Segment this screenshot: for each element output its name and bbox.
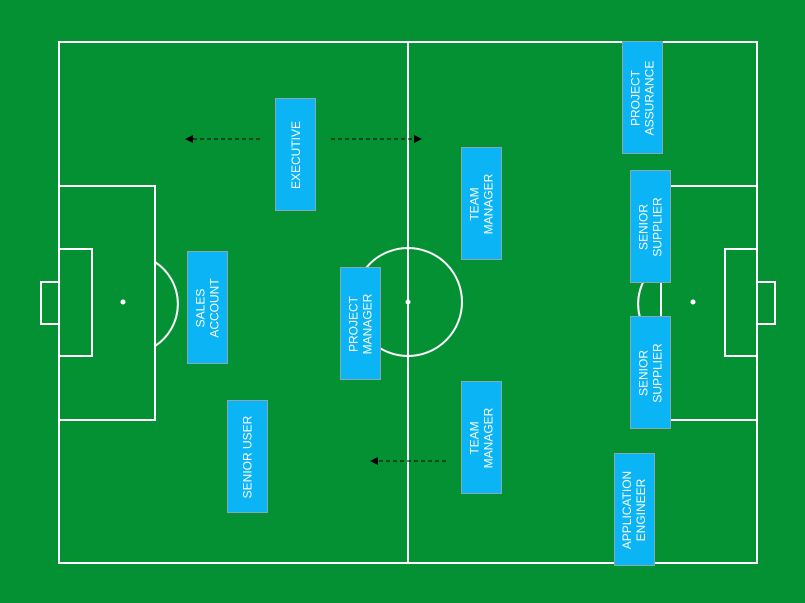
team-manager-top-box: TEAM MANAGER bbox=[461, 147, 502, 260]
left-goal bbox=[40, 281, 60, 325]
executive-box: EXECUTIVE bbox=[275, 98, 316, 211]
team-manager-bottom-box: TEAM MANAGER bbox=[461, 381, 502, 494]
senior-supplier-top-box: SENIOR SUPPLIER bbox=[630, 170, 671, 283]
senior-supplier-top-label: SENIOR SUPPLIER bbox=[636, 196, 665, 257]
team-manager-bottom-label: TEAM MANAGER bbox=[467, 407, 496, 468]
center-spot bbox=[405, 299, 411, 305]
sales-account-box: SALES ACCOUNT bbox=[187, 251, 228, 364]
team-manager-top-label: TEAM MANAGER bbox=[467, 173, 496, 234]
executive-label: EXECUTIVE bbox=[288, 120, 303, 189]
senior-user-box: SENIOR USER bbox=[227, 400, 268, 513]
senior-supplier-bottom-label: SENIOR SUPPLIER bbox=[636, 342, 665, 403]
project-manager-box: PROJECT MANAGER bbox=[340, 267, 381, 380]
project-assurance-box: PROJECT ASSURANCE bbox=[622, 41, 663, 154]
application-engineer-label: APPLICATION ENGINEER bbox=[620, 470, 649, 549]
left-penalty-spot bbox=[120, 299, 126, 305]
application-engineer-box: APPLICATION ENGINEER bbox=[614, 453, 655, 566]
senior-user-label: SENIOR USER bbox=[240, 415, 255, 498]
right-goal bbox=[756, 281, 776, 325]
right-penalty-spot bbox=[690, 299, 696, 305]
senior-supplier-bottom-box: SENIOR SUPPLIER bbox=[630, 316, 671, 429]
sales-account-label: SALES ACCOUNT bbox=[193, 277, 222, 338]
left-penalty-arc bbox=[154, 261, 179, 347]
pitch-markings bbox=[40, 41, 776, 564]
project-assurance-label: PROJECT ASSURANCE bbox=[628, 60, 657, 135]
project-manager-label: PROJECT MANAGER bbox=[346, 293, 375, 354]
